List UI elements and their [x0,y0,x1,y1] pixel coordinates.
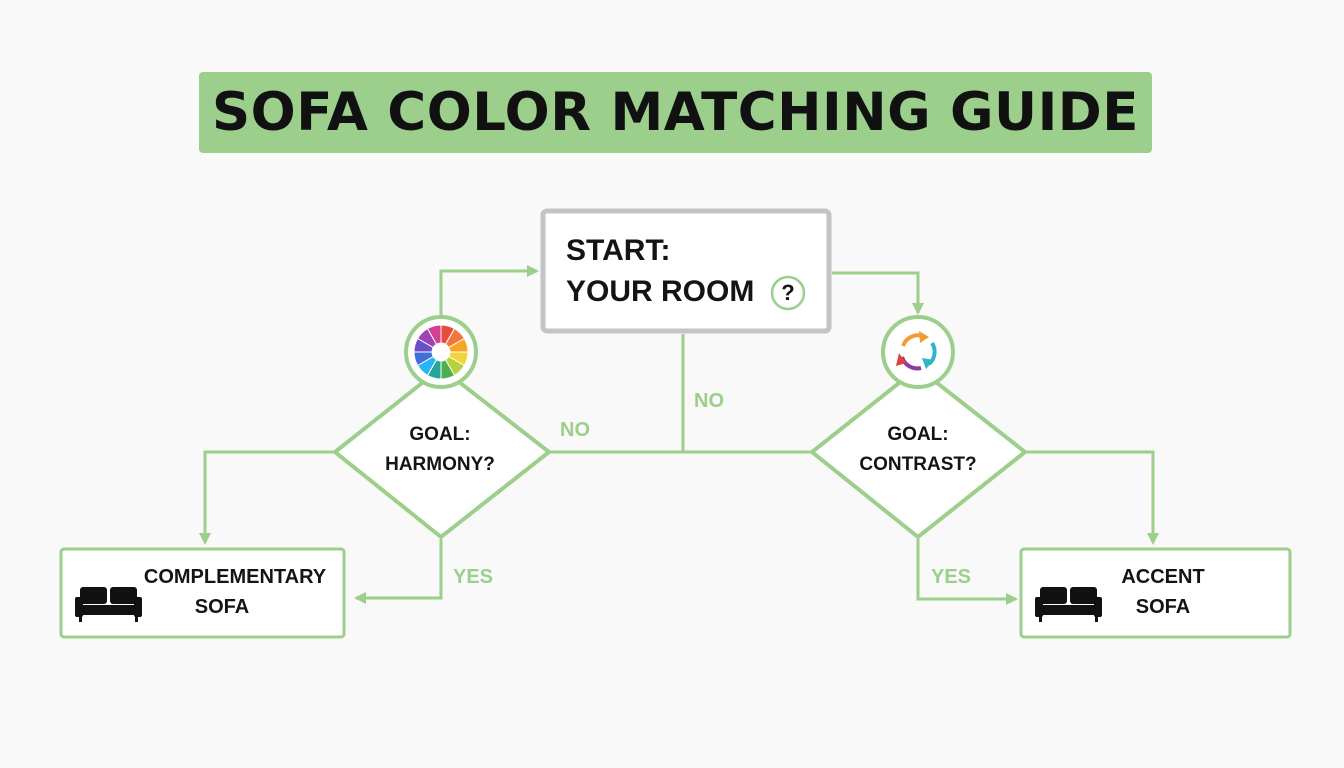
connector-harmony-to-complementary [199,450,335,545]
start-node [540,208,832,334]
question-mark: ? [781,280,795,305]
start-subtitle: YOUR ROOM [566,275,755,308]
title-banner: SOFA COLOR MATCHING GUIDE [199,72,1152,153]
question-icon [770,275,806,311]
cycle-arrows-icon [881,315,955,389]
complementary-label-line2: SOFA [194,596,250,618]
connector-start-to-contrast [832,271,924,315]
contrast-label-line1: GOAL: [887,424,949,445]
page-title: SOFA COLOR MATCHING GUIDE [211,82,1139,143]
contrast-label-line2: CONTRAST? [859,454,977,475]
connector-contrast-to-accent [1025,450,1159,545]
sofa-icon [75,587,142,622]
edge-label-start-no: NO [694,390,724,412]
connector-contrast-yes [916,539,1018,605]
decision-harmony [331,365,553,540]
decision-contrast [808,365,1029,540]
color-wheel-icon [404,315,478,389]
accent-label-line1: ACCENT [1121,566,1205,588]
connector-harmony-yes [354,539,443,604]
accent-label-line2: SOFA [1135,596,1191,618]
edge-label-harmony-no: NO [560,419,590,441]
sofa-icon [1035,587,1102,622]
color-wheel-segment [426,324,442,345]
connector-start-to-harmony [439,265,539,315]
harmony-label-line1: GOAL: [409,424,471,445]
complementary-label-line1: COMPLEMENTARY [143,566,327,588]
edge-label-harmony-yes: YES [453,566,494,588]
edge-label-contrast-yes: YES [931,566,972,588]
harmony-label-line2: HARMONY? [385,454,495,475]
start-title: START: [566,234,671,267]
